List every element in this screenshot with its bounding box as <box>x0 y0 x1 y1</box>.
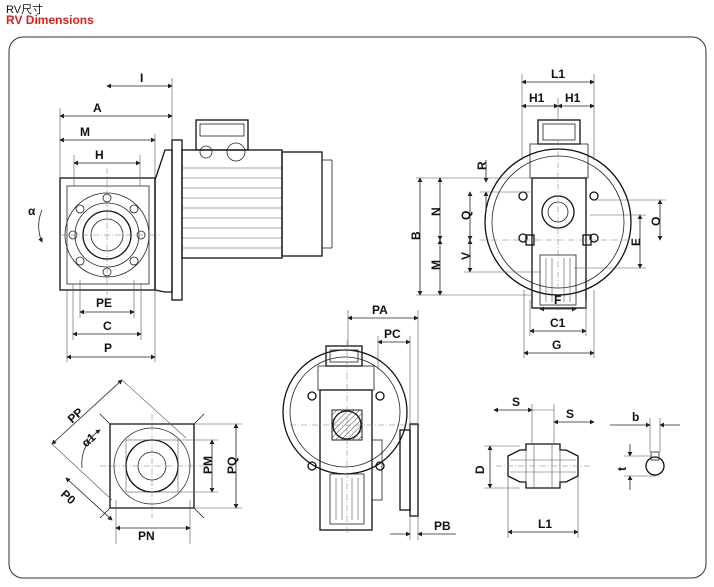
dim-L1-shaft: L1 <box>538 517 552 531</box>
dim-C1: C1 <box>550 316 566 330</box>
dim-V: V <box>459 252 473 260</box>
dim-PE: PE <box>96 296 112 310</box>
front-view <box>416 74 666 358</box>
dim-Q: Q <box>459 211 473 220</box>
dim-alpha: α <box>28 204 36 218</box>
title-en: RV Dimensions <box>6 13 94 27</box>
dim-P0: P0 <box>58 487 79 507</box>
gearbox-body <box>59 177 156 291</box>
dim-PQ: PQ <box>225 457 239 474</box>
dim-I: I <box>140 71 143 85</box>
dim-C: C <box>103 319 112 333</box>
dim-PM: PM <box>201 456 215 474</box>
section-view <box>282 310 456 540</box>
dim-G: G <box>552 338 561 352</box>
dim-b: b <box>632 410 639 424</box>
dim-L1: L1 <box>551 67 565 81</box>
dim-H: H <box>95 148 104 162</box>
side-view <box>38 78 333 362</box>
motor-body <box>181 149 283 259</box>
dim-H1-right: H1 <box>565 91 581 105</box>
drawing-frame <box>8 36 707 579</box>
key-view <box>610 418 680 490</box>
dim-D: D <box>473 465 487 474</box>
dim-O: O <box>649 217 663 226</box>
dim-P: P <box>104 341 112 355</box>
title-cn: RV尺寸 <box>6 4 44 16</box>
dim-PB: PB <box>434 519 451 533</box>
dim-F: F <box>554 293 561 307</box>
dim-PA: PA <box>372 303 388 317</box>
dim-PN: PN <box>138 529 155 543</box>
dim-A: A <box>93 101 102 115</box>
dim-N: N <box>429 207 443 216</box>
dim-S-left: S <box>512 395 520 409</box>
dim-S-right: S <box>566 407 574 421</box>
dim-M-right: M <box>429 260 443 270</box>
dim-PC: PC <box>384 327 401 341</box>
flange-view <box>51 379 242 544</box>
dim-t: t <box>615 467 629 471</box>
dim-E: E <box>629 238 643 246</box>
dim-B: B <box>409 231 423 240</box>
dim-R: R <box>475 161 489 170</box>
dim-H1-left: H1 <box>529 91 545 105</box>
shaft-view <box>484 404 595 538</box>
dim-PP: PP <box>65 405 86 426</box>
dim-M: M <box>80 125 90 139</box>
